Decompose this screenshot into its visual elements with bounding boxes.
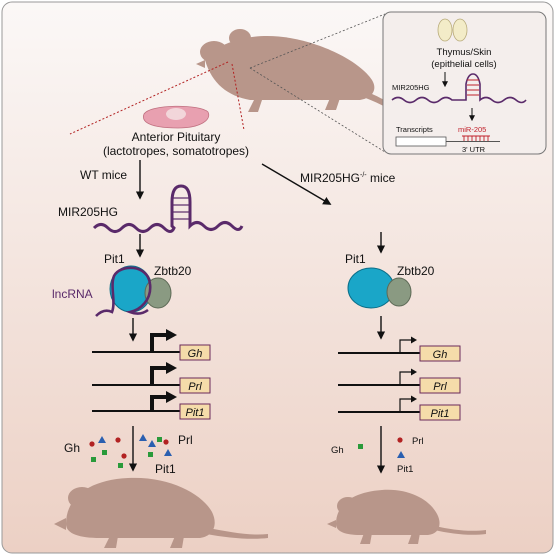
pituitary-icon <box>143 105 210 129</box>
zoom-line-left <box>69 61 229 135</box>
wt-hormone-particles <box>89 434 172 468</box>
thymus-icon-right <box>452 18 468 42</box>
inset-mirna-label: miR-205 <box>458 125 486 134</box>
wt-hormone-pit1-label: Pit1 <box>155 462 176 476</box>
inset-tissue-label: Thymus/Skin <box>437 47 492 58</box>
inset-rna-hairpin <box>391 73 527 104</box>
wt-hormone-gh-label: Gh <box>64 441 80 455</box>
inset-mirna-binding <box>462 135 490 141</box>
inset-utr-label: 3' UTR <box>462 145 486 154</box>
ko-zbtb20-label: Zbtb20 <box>397 264 435 278</box>
wt-gene-gh-label: Gh <box>188 348 203 360</box>
ko-mouse-illustration <box>327 489 486 544</box>
inset-gene-label: MIR205HG <box>392 83 430 92</box>
thymus-icon <box>437 18 453 42</box>
wt-lncrna-hairpin <box>92 184 244 233</box>
wt-lncrna-wrap <box>95 266 152 317</box>
ko-zbtb20-protein <box>386 277 412 307</box>
wt-condition-label: WT mice <box>80 168 127 182</box>
wt-lncrna-label: lncRNA <box>52 287 93 301</box>
ko-branch-arrow <box>261 163 332 205</box>
ko-gene-prl-label: Prl <box>433 381 447 393</box>
wt-gene-gh: Gh <box>92 329 211 361</box>
wt-mouse-illustration <box>54 477 268 548</box>
ko-gene-gh: Gh <box>338 336 461 362</box>
ko-hormone-particles <box>358 437 405 458</box>
ko-hormone-prl-label: Prl <box>412 436 424 447</box>
ko-hormone-gh-label: Gh <box>331 445 344 456</box>
inset-transcripts-label: Transcripts <box>396 125 433 134</box>
ko-gene-pit1: Pit1 <box>338 395 461 421</box>
wt-hormone-prl-label: Prl <box>178 433 193 447</box>
wt-gene-prl-label: Prl <box>188 381 202 393</box>
wt-zbtb20-label: Zbtb20 <box>154 264 192 278</box>
inset-line-bottom <box>249 67 386 153</box>
wt-pit1-label: Pit1 <box>104 252 125 266</box>
ko-gene-prl: Prl <box>338 368 461 394</box>
wt-gene-pit1: Pit1 <box>92 391 211 420</box>
inset-panel: Thymus/Skin (epithelial cells) MIR205HG … <box>382 11 547 155</box>
pituitary-title: Anterior Pituitary <box>132 130 221 144</box>
wt-zbtb20-protein <box>144 277 172 309</box>
inset-hairpin-rungs <box>467 79 479 96</box>
ko-hormone-pit1-label: Pit1 <box>397 464 413 475</box>
inset-transcript-box <box>395 136 447 147</box>
ko-condition-label: MIR205HG-/- mice <box>300 171 396 185</box>
wt-gene-pit1-label: Pit1 <box>186 407 205 419</box>
ko-pit1-label: Pit1 <box>345 252 366 266</box>
inset-line-top <box>249 13 386 69</box>
inset-cell-type-label: (epithelial cells) <box>431 59 496 70</box>
ko-gene-gh-label: Gh <box>433 349 448 361</box>
ko-gene-pit1-label: Pit1 <box>431 408 450 420</box>
wt-gene-label: MIR205HG <box>58 205 118 219</box>
zoom-line-right <box>231 63 245 131</box>
pituitary-subtitle: (lactotropes, somatotropes) <box>103 144 249 158</box>
wt-gene-prl: Prl <box>92 362 211 394</box>
